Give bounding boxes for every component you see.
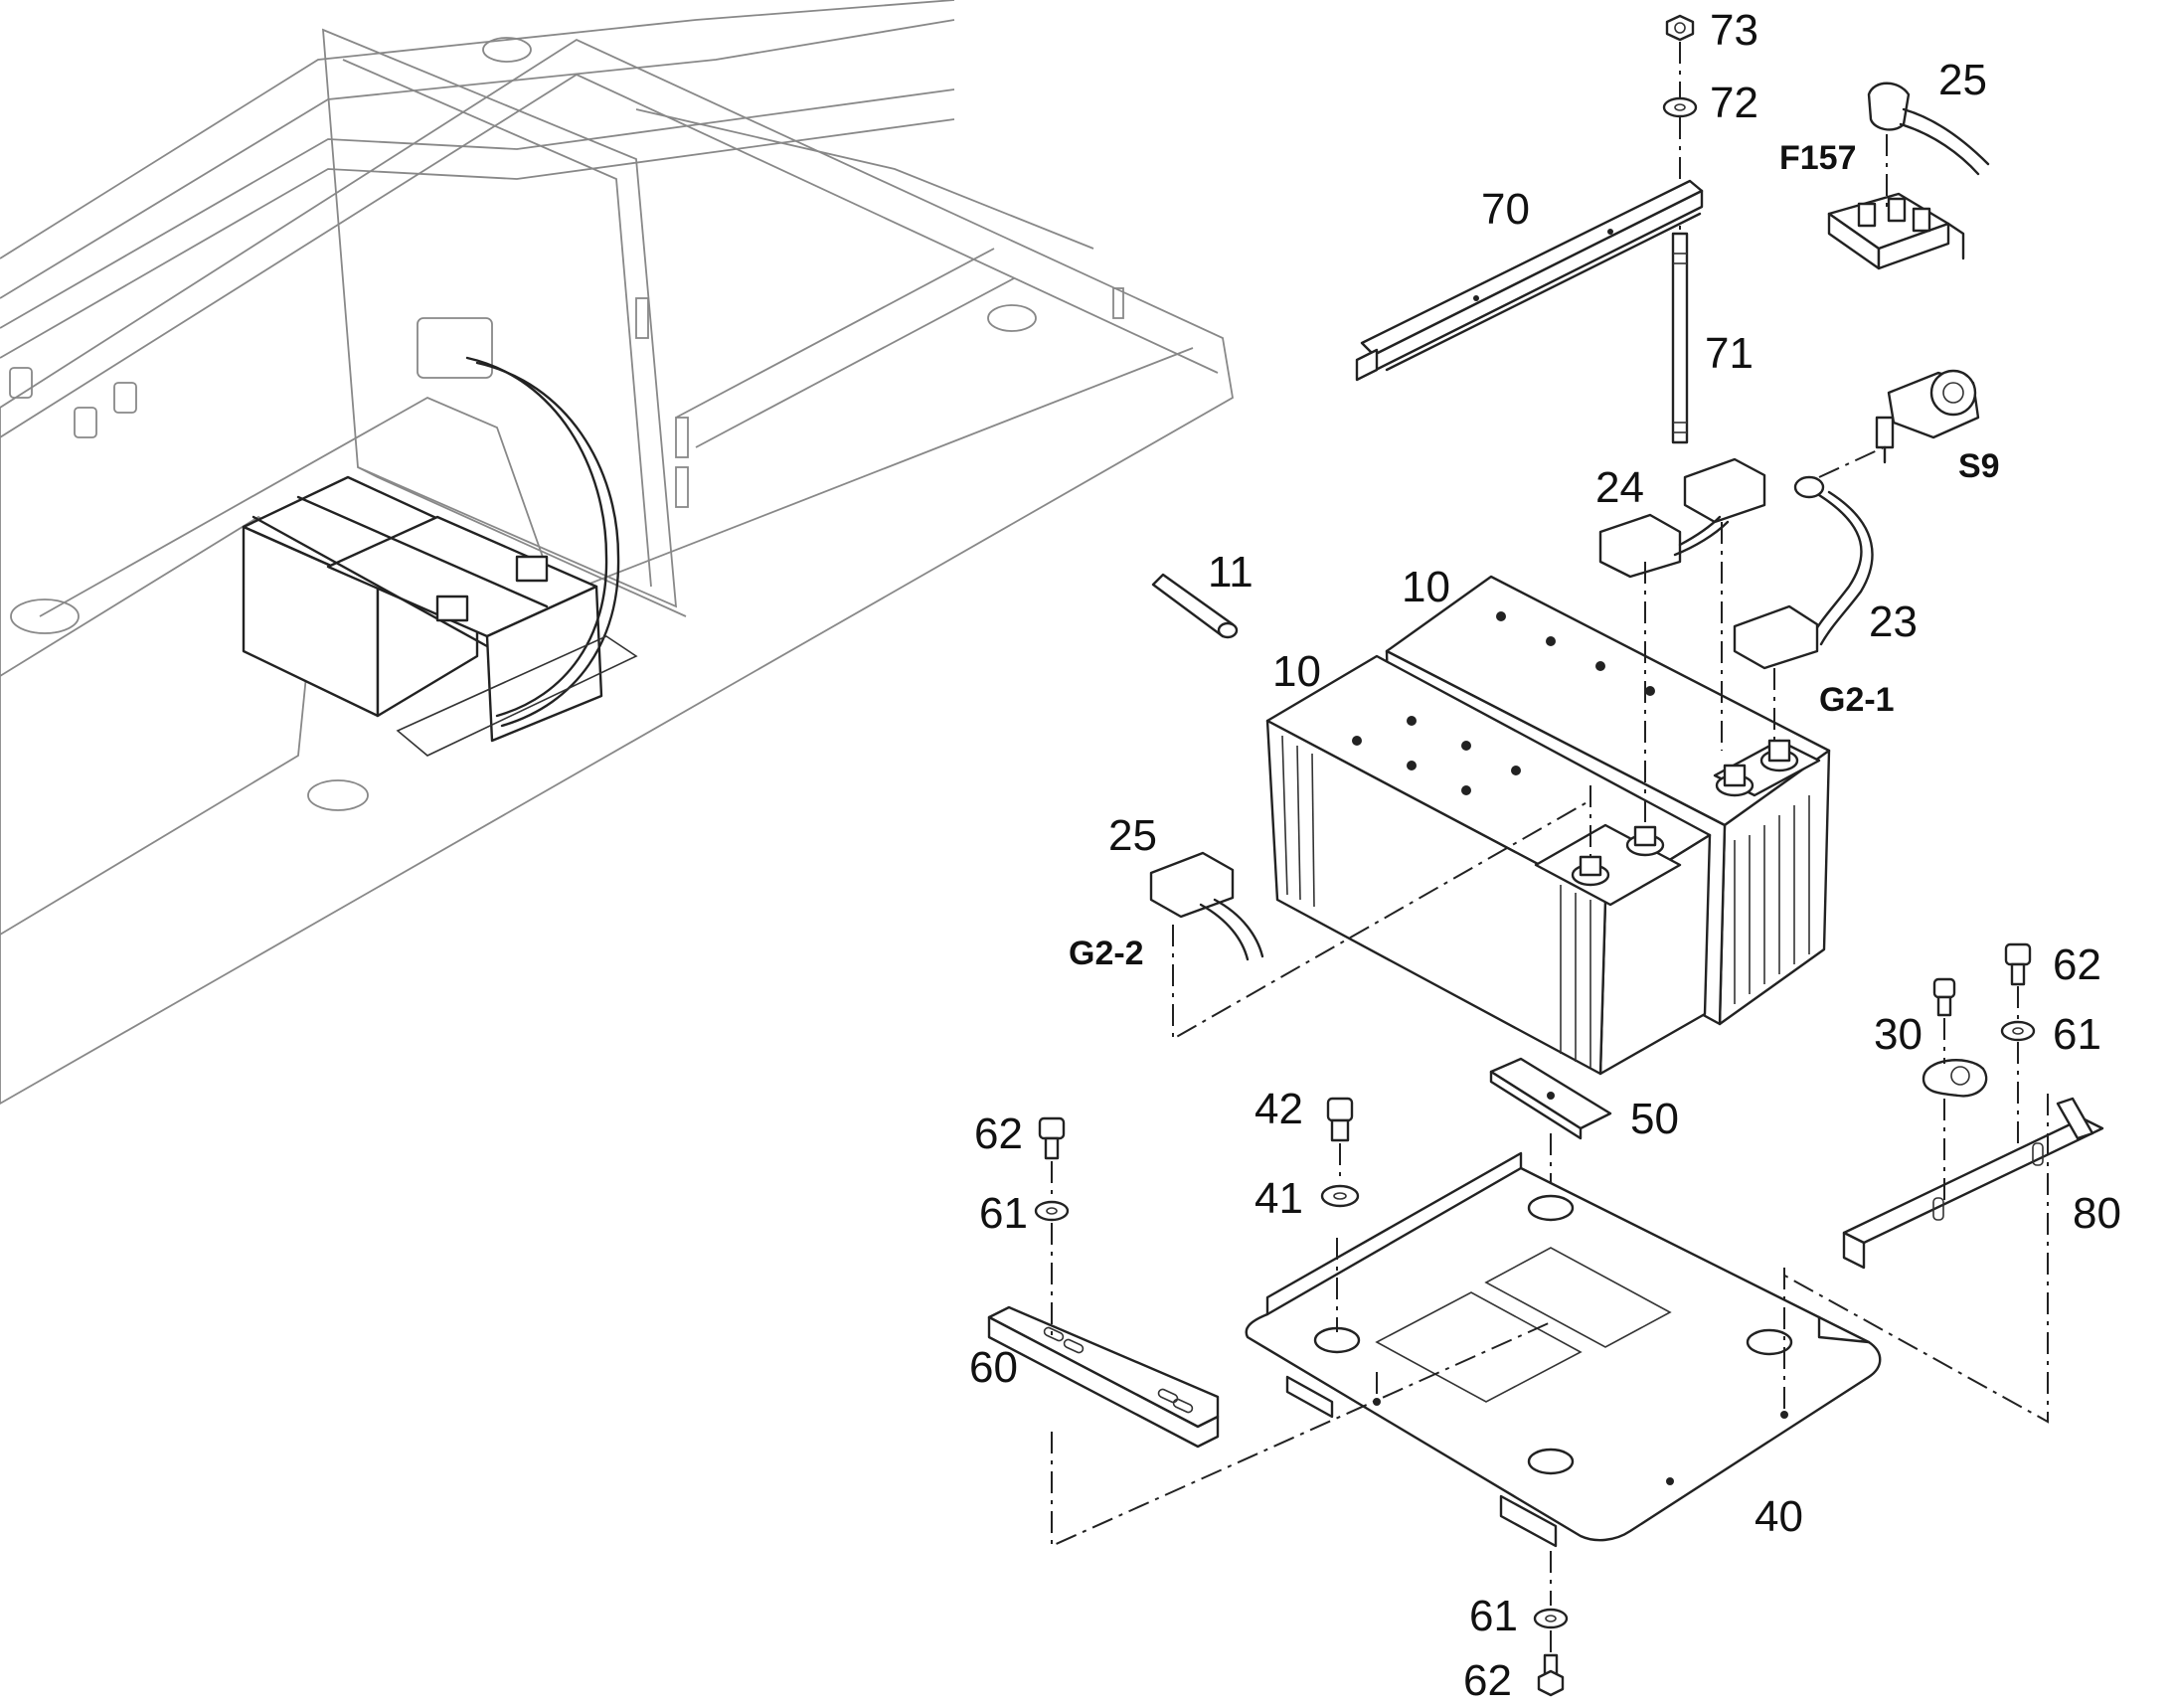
callout-42: 42 (1254, 1085, 1303, 1133)
ref-f157: F157 (1779, 139, 1857, 177)
callout-10-a: 10 (1402, 563, 1450, 611)
callout-labels: 73 72 25 70 71 24 23 11 10 10 25 62 61 3… (969, 6, 2121, 1705)
socket-screw (1326, 1097, 1354, 1142)
callout-23: 23 (1869, 598, 1918, 646)
callout-41: 41 (1254, 1174, 1303, 1223)
bracket-left (987, 1305, 1220, 1449)
ground-cable (1733, 475, 1874, 670)
callout-30: 30 (1874, 1010, 1922, 1059)
bolt-62-left (1038, 1116, 1066, 1160)
fuse-block-f157 (1827, 192, 1965, 270)
battery-switch-s9 (1875, 369, 1980, 464)
callout-62-left: 62 (974, 1110, 1023, 1158)
spacer-plate (1489, 1057, 1612, 1140)
vehicle-frame-context-view (0, 0, 1234, 1106)
washer-61-left (1034, 1200, 1070, 1222)
bolt-62-right (2004, 942, 2032, 986)
ref-g2-2: G2-2 (1069, 935, 1144, 972)
base-tray (1245, 1151, 1882, 1548)
callout-73: 73 (1710, 6, 1758, 55)
callout-61-right: 61 (2053, 1010, 2101, 1059)
battery-pin (1151, 573, 1239, 639)
callout-80: 80 (2073, 1189, 2121, 1238)
callout-71: 71 (1705, 329, 1754, 378)
reference-labels: F157 S9 G2-1 G2-2 (1069, 139, 2000, 972)
callout-70: 70 (1481, 185, 1530, 234)
cable-end-top (1867, 82, 1990, 176)
callout-40: 40 (1755, 1492, 1803, 1541)
washer-61-right (2000, 1020, 2036, 1042)
bridge-cable (1598, 457, 1766, 579)
callout-50: 50 (1630, 1095, 1679, 1143)
callout-11: 11 (1208, 548, 1254, 597)
ref-s9: S9 (1958, 447, 2000, 485)
callout-25-left: 25 (1108, 811, 1157, 860)
cable-end-g2-2 (1149, 851, 1264, 961)
hex-nut (1665, 14, 1695, 42)
callout-10-b: 10 (1272, 647, 1321, 696)
callout-61-bottom: 61 (1469, 1592, 1518, 1640)
washer-top (1662, 96, 1698, 118)
washer-61-bottom (1533, 1608, 1569, 1629)
callout-25-top: 25 (1938, 56, 1987, 104)
callout-72: 72 (1710, 79, 1758, 127)
callout-24: 24 (1595, 463, 1644, 512)
ref-g2-1: G2-1 (1819, 681, 1895, 719)
cable-clamp (1922, 977, 1988, 1098)
bracket-right (1842, 1097, 2104, 1270)
hold-down-bar (1355, 179, 1704, 382)
callout-62-bottom: 62 (1463, 1656, 1512, 1703)
bolt-62-bottom (1537, 1653, 1565, 1697)
callout-62-right: 62 (2053, 940, 2101, 989)
washer-41 (1320, 1184, 1360, 1208)
battery-front (1265, 654, 1712, 1076)
callout-61-left: 61 (979, 1189, 1028, 1238)
callout-60: 60 (969, 1343, 1018, 1392)
threaded-rod (1671, 232, 1689, 444)
